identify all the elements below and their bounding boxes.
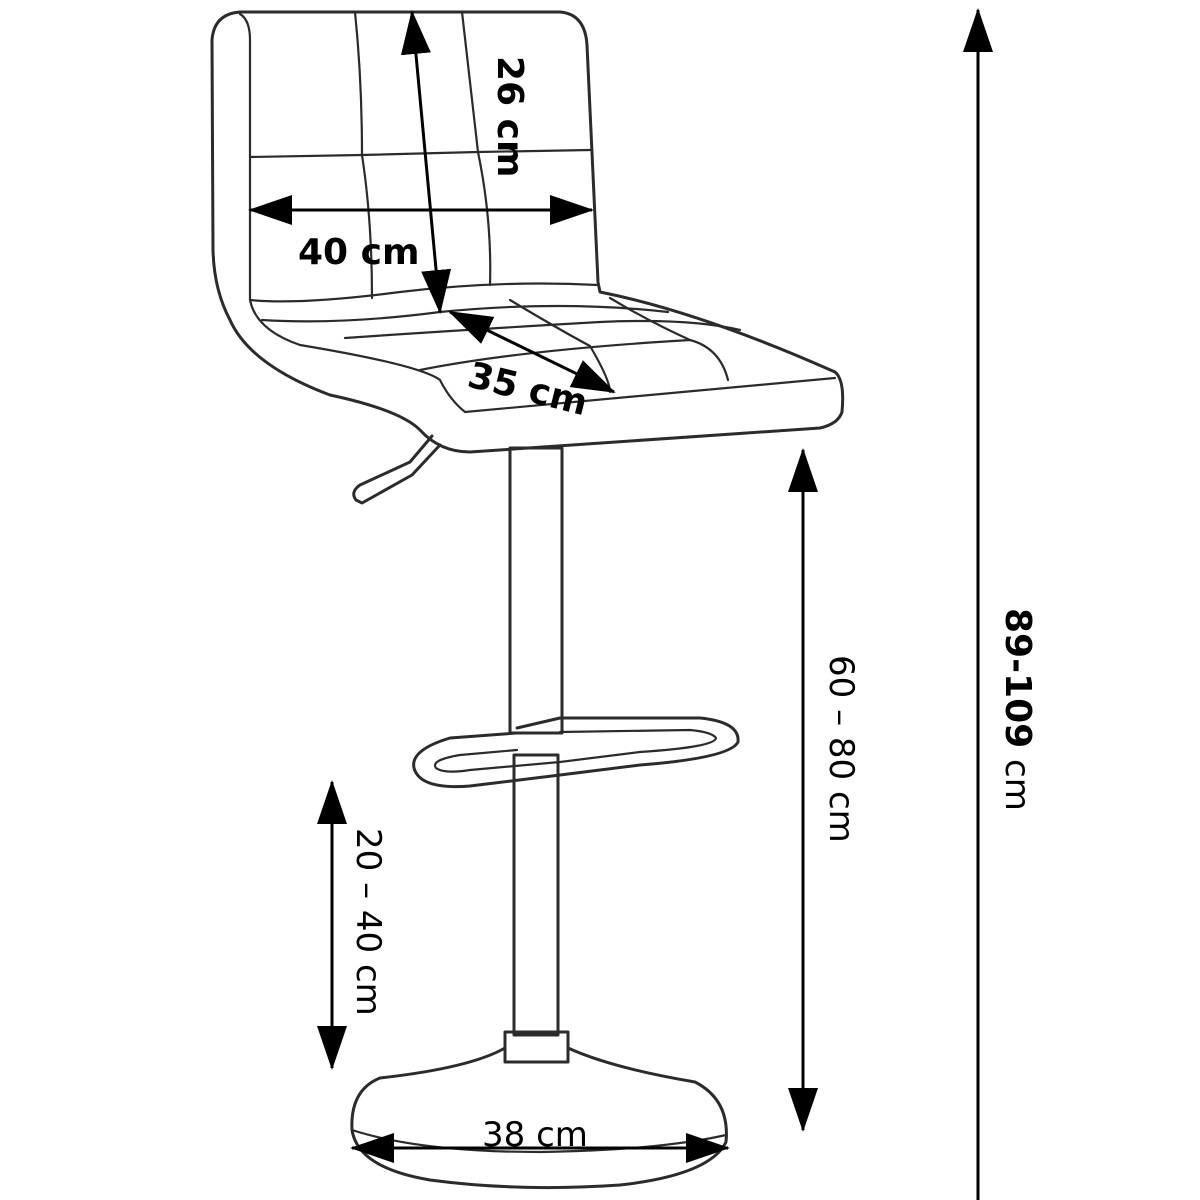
backrest-side-edge — [238, 12, 302, 347]
base-collar — [503, 1030, 570, 1064]
seat-top-surface — [248, 282, 600, 303]
seat-width-label: 40 cm — [298, 232, 419, 273]
seat-seam-5 — [608, 296, 692, 342]
dimension-lines — [248, 8, 993, 1200]
base-diameter-label: 38 cm — [482, 1115, 588, 1155]
footrest-ring — [412, 716, 740, 789]
total-height-label: 89-109 cm — [997, 608, 1038, 811]
gas-column-upper — [508, 446, 564, 735]
dimension-labels: 26 cm 40 cm 35 cm 60 – 80 cm 89-109 cm 2… — [298, 56, 1038, 1155]
footrest-ring-inner — [433, 728, 718, 773]
stool-drawing — [210, 10, 845, 1190]
backrest-seam-horizontal — [248, 148, 592, 159]
base-cone — [350, 1046, 728, 1190]
backrest-height-label: 26 cm — [489, 56, 530, 177]
backrest-height-arrow — [400, 10, 452, 314]
gas-lever — [352, 434, 442, 505]
gas-column-lower — [512, 753, 560, 1037]
footrest-height-label: 20 – 40 cm — [348, 828, 388, 1016]
seat-depth-label: 35 cm — [464, 355, 592, 424]
total-height-value: 89-109 — [997, 608, 1038, 748]
total-height-unit: cm — [997, 748, 1037, 811]
seat-front-edge — [298, 343, 837, 414]
backrest-outline — [210, 10, 845, 454]
seat-depth-arrow — [448, 310, 616, 394]
backrest-seam-vertical-1 — [353, 10, 374, 300]
backrest-seam-vertical-2 — [460, 10, 492, 287]
seat-height-label: 60 – 80 cm — [821, 655, 861, 843]
